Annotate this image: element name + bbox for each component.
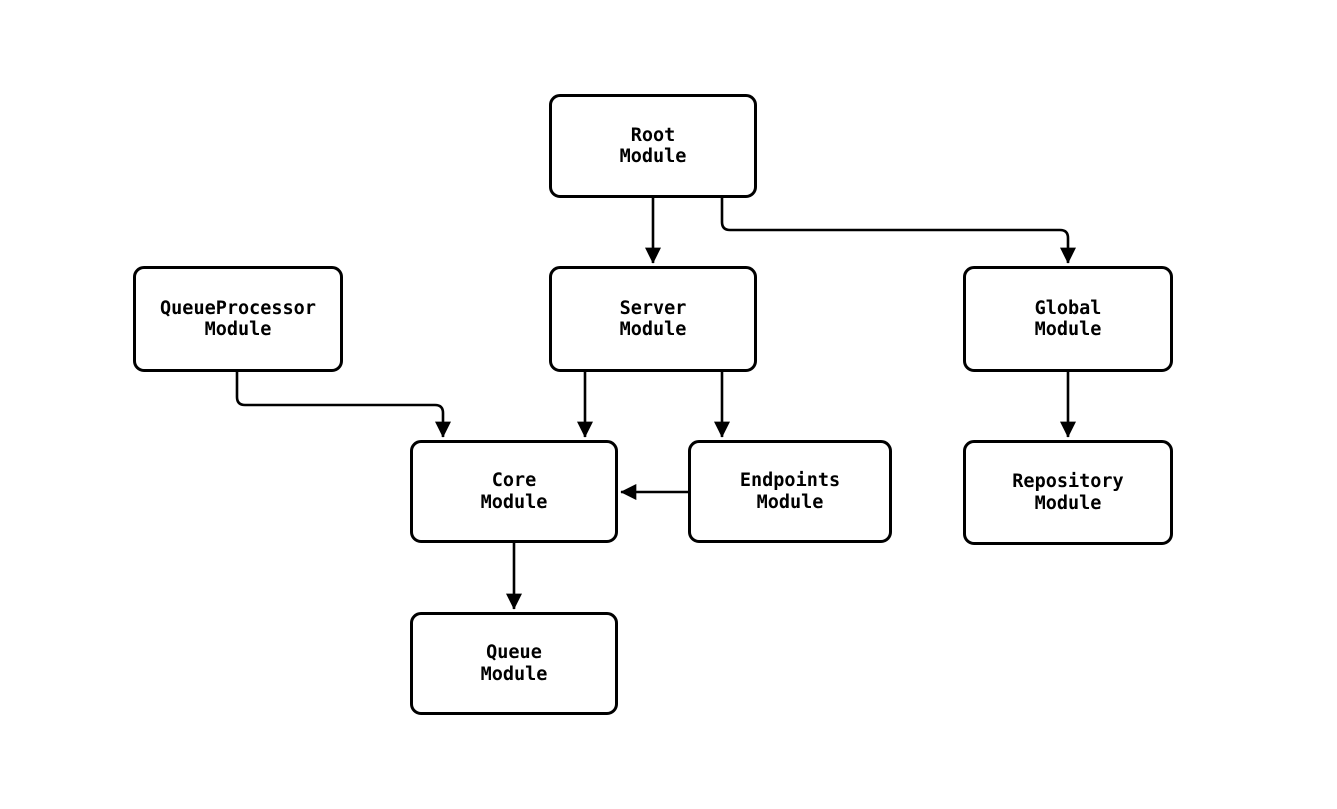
edge-paths-group (235, 198, 1076, 610)
node-label: Endpoints (739, 470, 841, 491)
node-endpoints-module: Endpoints Module (688, 440, 892, 543)
node-label: Module (619, 319, 687, 340)
node-label: Global (1034, 297, 1102, 319)
node-label: Root (630, 124, 676, 146)
node-label: Server (619, 297, 687, 319)
edge-queueprocessor-module-to-core-module (235, 372, 451, 438)
node-root-module: Root Module (549, 94, 757, 198)
node-label: Repository (1012, 471, 1124, 492)
node-queueprocessor-module: QueueProcessor Module (133, 266, 343, 372)
node-label: QueueProcessor (160, 297, 316, 319)
node-label: Core (491, 470, 537, 491)
node-label: Module (204, 319, 272, 340)
node-queue-module: Queue Module (410, 612, 618, 715)
node-server-module: Server Module (549, 266, 757, 372)
node-label: Module (1034, 492, 1102, 514)
node-repository-module: Repository Module (963, 440, 1173, 545)
node-label: Module (619, 146, 687, 167)
node-label: Module (480, 663, 548, 685)
node-label: Queue (486, 642, 542, 663)
node-label: Module (480, 491, 548, 513)
node-label: Module (1034, 319, 1102, 340)
edge-root-module-to-global-module (720, 198, 1076, 264)
node-core-module: Core Module (410, 440, 618, 543)
node-label: Module (756, 491, 824, 513)
node-global-module: Global Module (963, 266, 1173, 372)
